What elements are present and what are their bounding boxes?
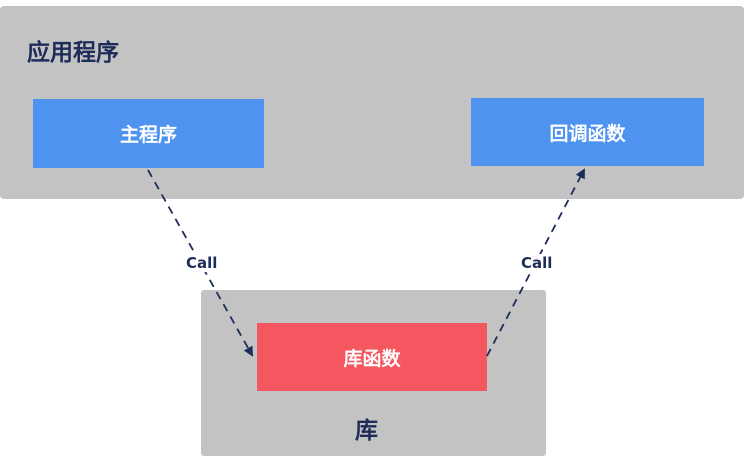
library-title: 库 bbox=[355, 418, 378, 444]
call-label-right: Call bbox=[519, 254, 555, 272]
callback-function-box: 回调函数 bbox=[471, 98, 704, 166]
call-label-left: Call bbox=[184, 254, 220, 272]
application-title: 应用程序 bbox=[27, 40, 119, 66]
library-function-box: 库函数 bbox=[257, 323, 487, 391]
main-program-box: 主程序 bbox=[33, 99, 264, 168]
